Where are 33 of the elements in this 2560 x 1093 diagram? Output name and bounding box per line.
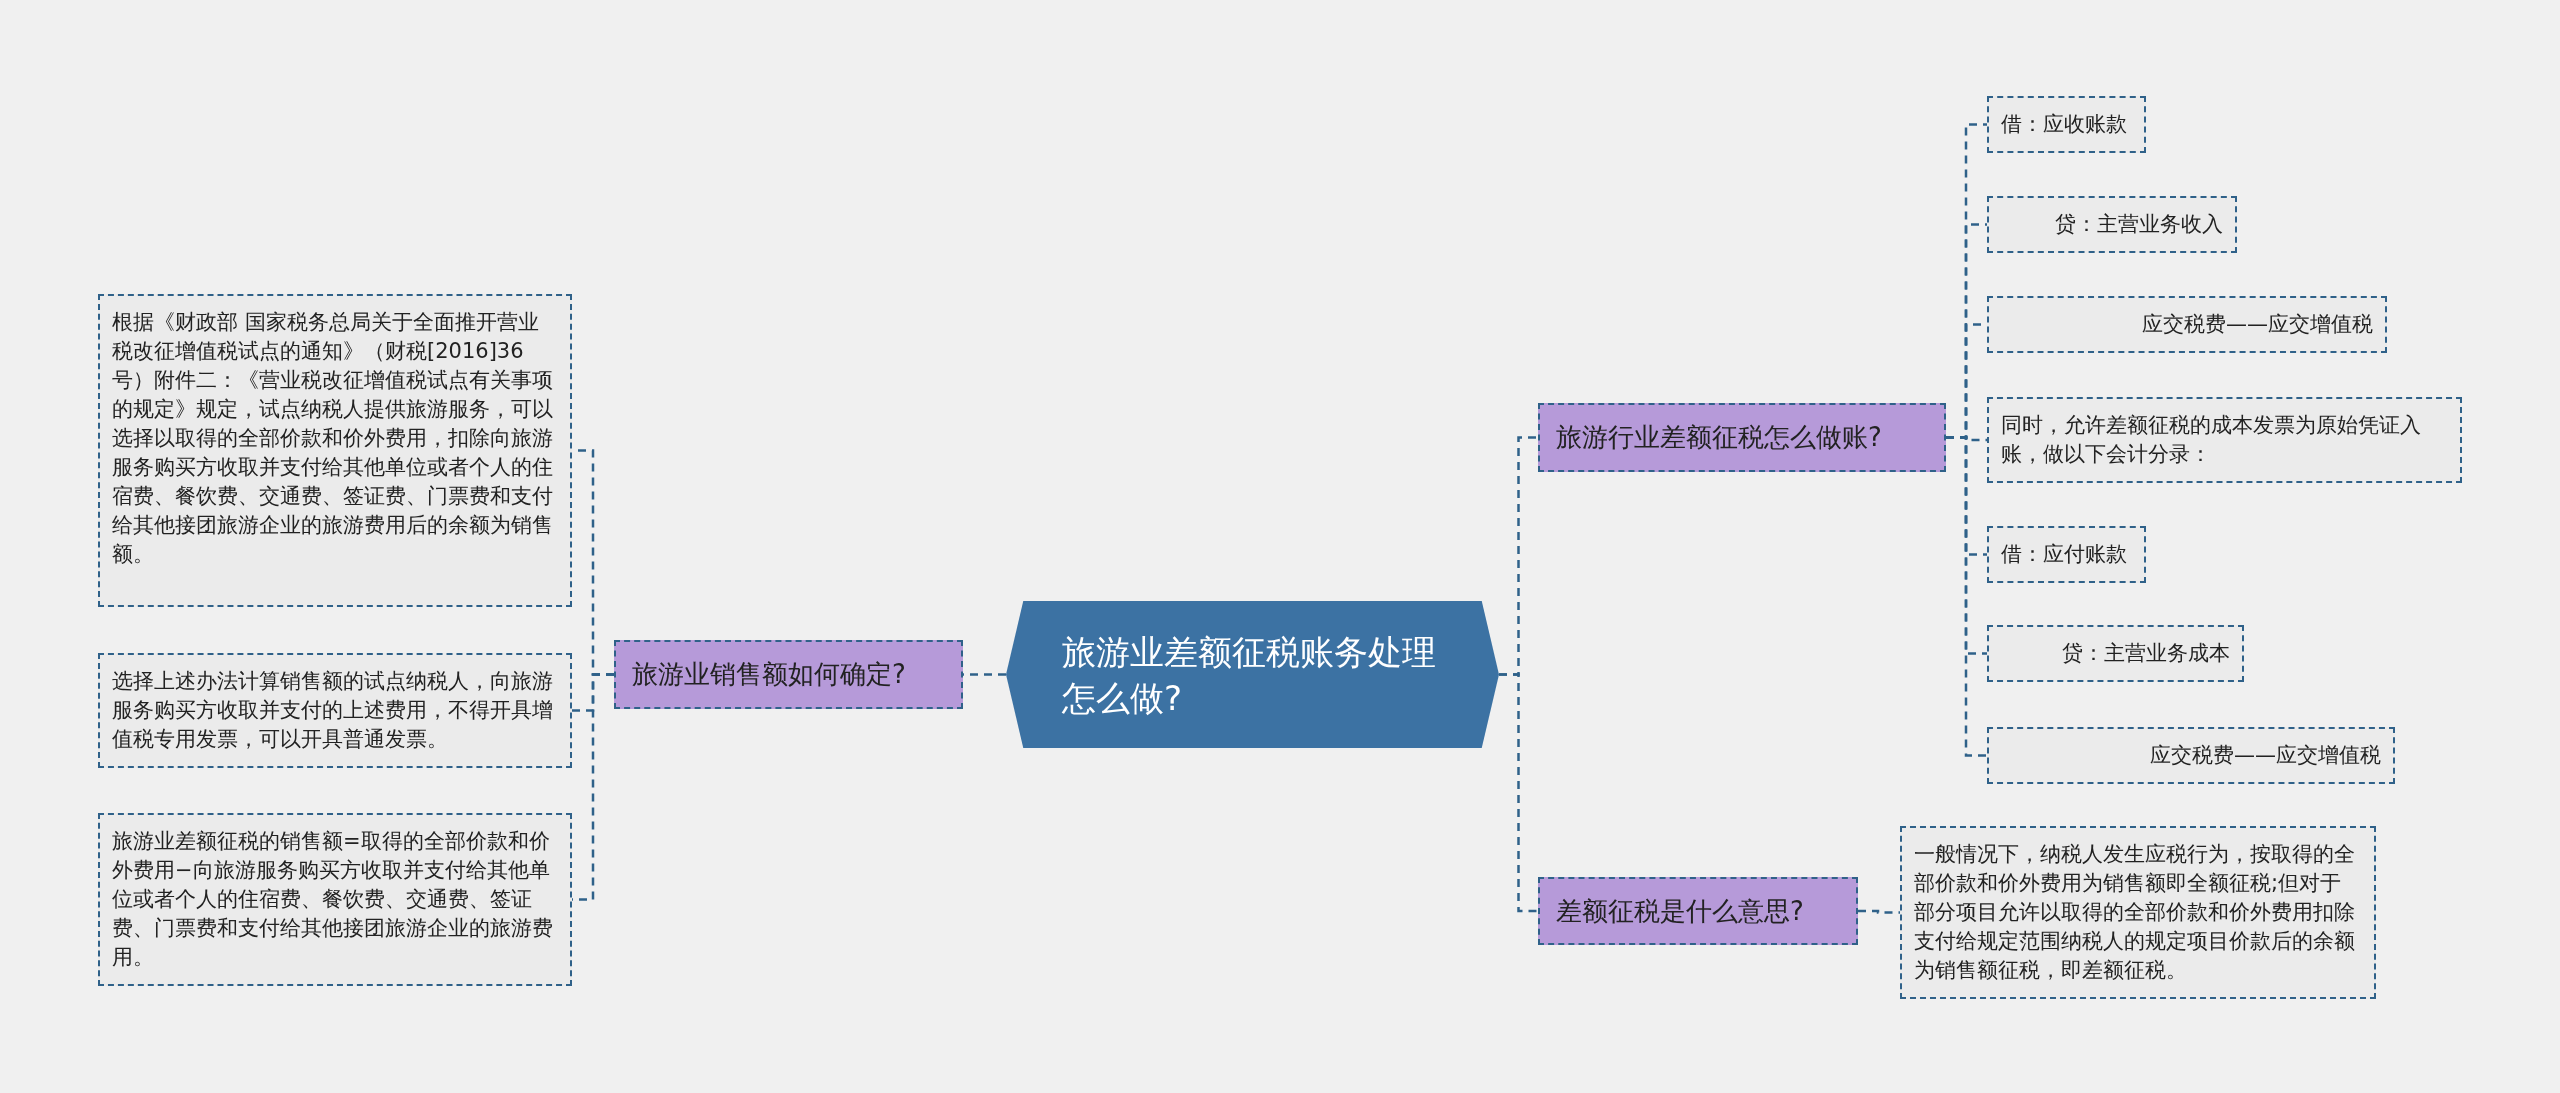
title-text: 旅游业差额征税账务处理怎么做? xyxy=(1062,630,1437,720)
note-text: 根据《财政部 国家税务总局关于全面推开营业税改征增值税试点的通知》（财税[2016]36号）附件二：《营业税改征增值税试点有关事项的规定》规定，试点纳税人提供旅游服务，可以选择以取得的全部价款和价外费用，扣除向旅游服务购买方收取并支付给其他单位或者个人的住宿费、餐饮费、交通费、签证费、门票费和支付给其他接团旅游企业的旅游费用后的余额为销售额。 xyxy=(112,309,554,568)
note-text: 一般情况下，纳税人发生应税行为，按取得的全部价款和价外费用为销售额即全额征税;但对于部分项目允许以取得的全部价款和价外费用扣除支付给规定范围纳税人的规定项目价款后的余额为销售额征税，即差额征税。 xyxy=(1914,841,2356,984)
note-text: 贷：主营业务成本 xyxy=(2061,640,2230,667)
topic-text: 旅游业销售额如何确定? xyxy=(632,658,906,691)
note-box xyxy=(1987,296,2387,353)
note-box xyxy=(1987,96,2146,153)
note-box xyxy=(98,294,572,607)
note-text: 借：应付账款 xyxy=(2001,541,2128,568)
connector-line xyxy=(1858,909,1900,914)
topic-box xyxy=(1538,403,1946,472)
note-text: 应交税费——应交增值税 xyxy=(2149,742,2381,769)
note-box xyxy=(1987,526,2146,583)
note-box xyxy=(1900,826,2376,999)
topic-box xyxy=(614,640,963,709)
note-text: 旅游业差额征税的销售额=取得的全部价款和价外费用−向旅游服务购买方收取并支付给其他单位或者个人的住宿费、餐饮费、交通费、签证费、门票费和支付给其他接团旅游企业的旅游费用。 xyxy=(112,828,554,971)
note-box xyxy=(98,813,572,986)
note-box xyxy=(98,653,572,768)
connector-line xyxy=(1946,436,1987,757)
connector-line xyxy=(1499,673,1538,913)
note-text: 同时，允许差额征税的成本发票为原始凭证入账，做以下会计分录： xyxy=(2001,412,2422,468)
note-text: 选择上述办法计算销售额的试点纳税人，向旅游服务购买方收取并支付的上述费用，不得开具增值税专用发票，可以开具普通发票。 xyxy=(112,668,554,753)
note-text: 应交税费——应交增值税 xyxy=(2141,311,2373,338)
note-box xyxy=(1987,397,2462,483)
central-topic-hexagon xyxy=(1006,601,1499,748)
note-text: 借：应收账款 xyxy=(2001,111,2128,138)
note-box xyxy=(1987,196,2237,253)
topic-text: 差额征税是什么意思? xyxy=(1556,894,1804,928)
note-box xyxy=(1987,727,2395,784)
note-box xyxy=(1987,625,2244,682)
topic-text: 旅游行业差额征税怎么做账? xyxy=(1556,421,1882,454)
topic-box xyxy=(1538,877,1858,945)
note-text: 贷：主营业务收入 xyxy=(2054,211,2223,238)
